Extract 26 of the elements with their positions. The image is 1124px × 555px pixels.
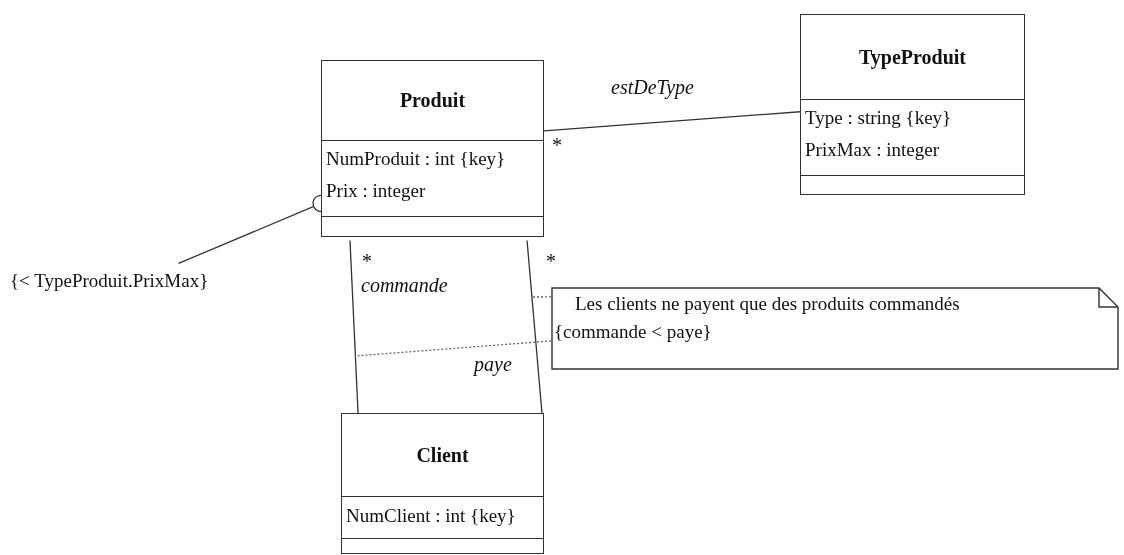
class-name: Produit xyxy=(399,89,466,112)
attribute-text: Prix : integer xyxy=(326,180,426,202)
edge-label: commande xyxy=(361,274,448,297)
attribute-text: Type : string {key} xyxy=(805,107,952,129)
attribute-text: PrixMax : integer xyxy=(805,139,940,161)
association-line xyxy=(349,239,359,414)
class-box xyxy=(800,14,1025,195)
multiplicity-label: * xyxy=(362,250,372,273)
class-name: Client xyxy=(416,443,469,467)
attribute-text: NumProduit : int {key} xyxy=(326,148,506,170)
class-box xyxy=(321,60,544,237)
class-name: TypeProduit xyxy=(858,45,967,69)
note-link xyxy=(354,340,552,357)
attribute-text: NumClient : int {key} xyxy=(346,505,516,527)
edge-label: estDeType xyxy=(611,76,694,99)
note-text: Les clients ne payent que des produits commandés xyxy=(575,293,960,315)
note-link xyxy=(530,296,552,298)
multiplicity-label: * xyxy=(552,134,562,157)
association-line xyxy=(543,111,801,132)
multiplicity-label: * xyxy=(546,250,556,273)
association-line xyxy=(526,239,543,414)
note-text: {commande < paye} xyxy=(554,321,712,343)
constraint-text: {< TypeProduit.PrixMax} xyxy=(10,270,209,292)
edge-label: paye xyxy=(474,353,512,376)
class-box xyxy=(341,413,544,554)
note-box xyxy=(551,287,1119,370)
